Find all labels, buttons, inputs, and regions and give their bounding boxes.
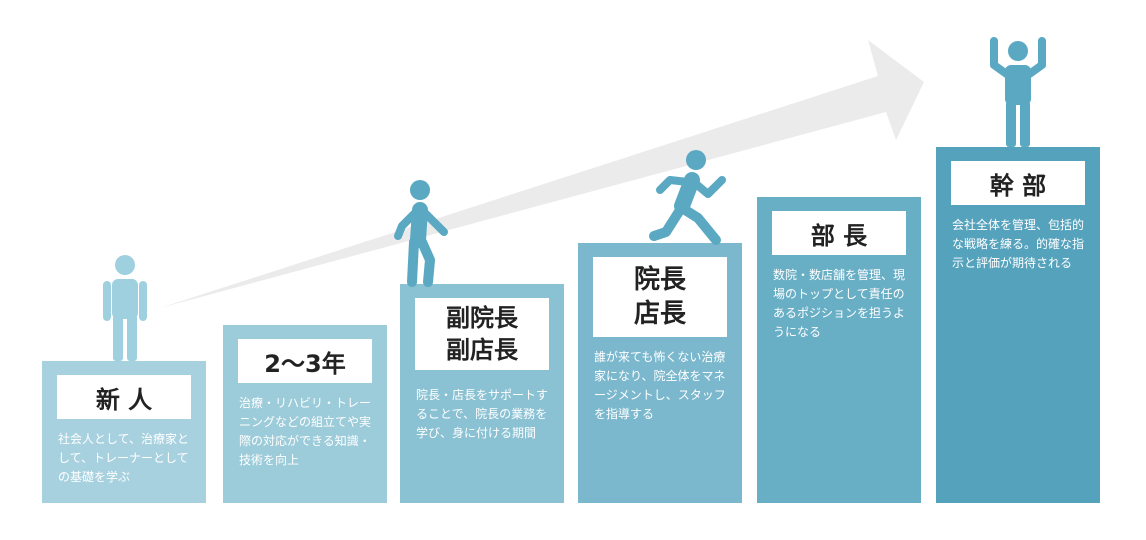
running-person-icon	[649, 150, 726, 245]
step-title: 2〜3年	[238, 339, 372, 383]
walking-person-icon	[394, 180, 448, 287]
standing-person-icon	[103, 255, 147, 361]
step-title: 部 長	[772, 211, 906, 255]
step-title: 副院長 副店長	[415, 298, 549, 370]
step-description: 誰が来ても怖くない治療家になり、院全体をマネージメントし、スタッフを指導する	[594, 350, 726, 421]
step-2-3-years: 2〜3年 治療・リハビリ・トレーニングなどの組立てや実際の対応ができる知識・技術…	[223, 325, 387, 503]
step-title-line: 副店長	[446, 336, 518, 364]
step-description: 社会人として、治療家として、トレーナーとしての基礎を学ぶ	[58, 432, 190, 484]
step-title-line: 副院長	[446, 304, 518, 332]
step-title-line: 新 人	[95, 385, 153, 414]
step-description: 院長・店長をサポートすることで、院長の業務を学び、身に付ける期間	[416, 388, 549, 440]
step-title-line: 院長	[633, 265, 686, 295]
step-title: 院長 店長	[593, 257, 727, 337]
step-description: 数院・数店舗を管理、現場のトップとして責任のあるポジションを担うようになる	[773, 268, 906, 339]
step-title-line: 店長	[633, 299, 686, 329]
cheering-person-icon	[990, 37, 1046, 147]
step-title: 幹 部	[951, 161, 1085, 205]
step-description: 会社全体を管理、包括的な戦略を練る。的確な指示と評価が期待される	[952, 218, 1085, 270]
step-incho: 院長 店長 誰が来ても怖くない治療家になり、院全体をマネージメントし、スタッフを…	[578, 243, 742, 503]
step-title-line: 部 長	[810, 221, 868, 250]
step-bucho: 部 長 数院・数店舗を管理、現場のトップとして責任のあるポジションを担うようにな…	[757, 197, 921, 503]
step-shinjin: 新 人 社会人として、治療家として、トレーナーとしての基礎を学ぶ	[42, 361, 206, 503]
step-kanbu: 幹 部 会社全体を管理、包括的な戦略を練る。的確な指示と評価が期待される	[936, 147, 1100, 503]
step-title: 新 人	[57, 375, 191, 419]
step-description: 治療・リハビリ・トレーニングなどの組立てや実際の対応ができる知識・技術を向上	[239, 396, 372, 467]
step-title-line: 2〜3年	[264, 349, 346, 378]
step-title-line: 幹 部	[989, 171, 1047, 200]
step-fukuincho: 副院長 副店長 院長・店長をサポートすることで、院長の業務を学び、身に付ける期間	[400, 284, 564, 503]
